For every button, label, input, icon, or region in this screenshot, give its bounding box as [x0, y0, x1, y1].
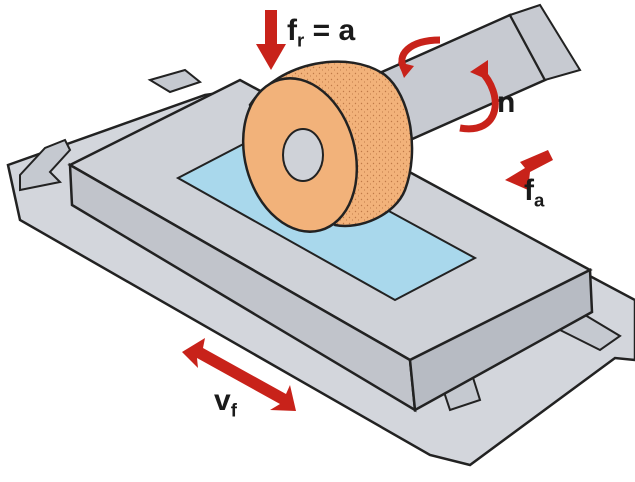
- grinding-wheel: [241, 60, 414, 233]
- back-rail-step: [147, 68, 203, 94]
- radial-feed-label: fr = a: [287, 14, 356, 50]
- radial-feed-symbol: f: [287, 14, 297, 47]
- wheel-bore: [282, 128, 324, 182]
- radial-feed-value: = a: [304, 14, 356, 47]
- axial-feed-symbol: f: [524, 174, 534, 207]
- table-feed-subscript: f: [230, 399, 237, 421]
- speed-label: n: [497, 88, 515, 118]
- table-right-face: [408, 268, 594, 413]
- axial-feed-arrow-icon: [505, 150, 553, 190]
- table-feed-label: vf: [214, 384, 237, 420]
- axial-feed-subscript: a: [534, 189, 545, 211]
- radial-feed-arrow-icon: [256, 10, 286, 70]
- table-feed-arrow-icon: [182, 338, 296, 411]
- axial-feed-label: fa: [524, 174, 544, 210]
- radial-feed-subscript: r: [297, 29, 305, 51]
- rotation-arrow-icon: [398, 36, 499, 133]
- left-rail-step: [19, 138, 72, 192]
- table-feed-symbol: v: [214, 384, 231, 417]
- speed-symbol: n: [497, 86, 516, 119]
